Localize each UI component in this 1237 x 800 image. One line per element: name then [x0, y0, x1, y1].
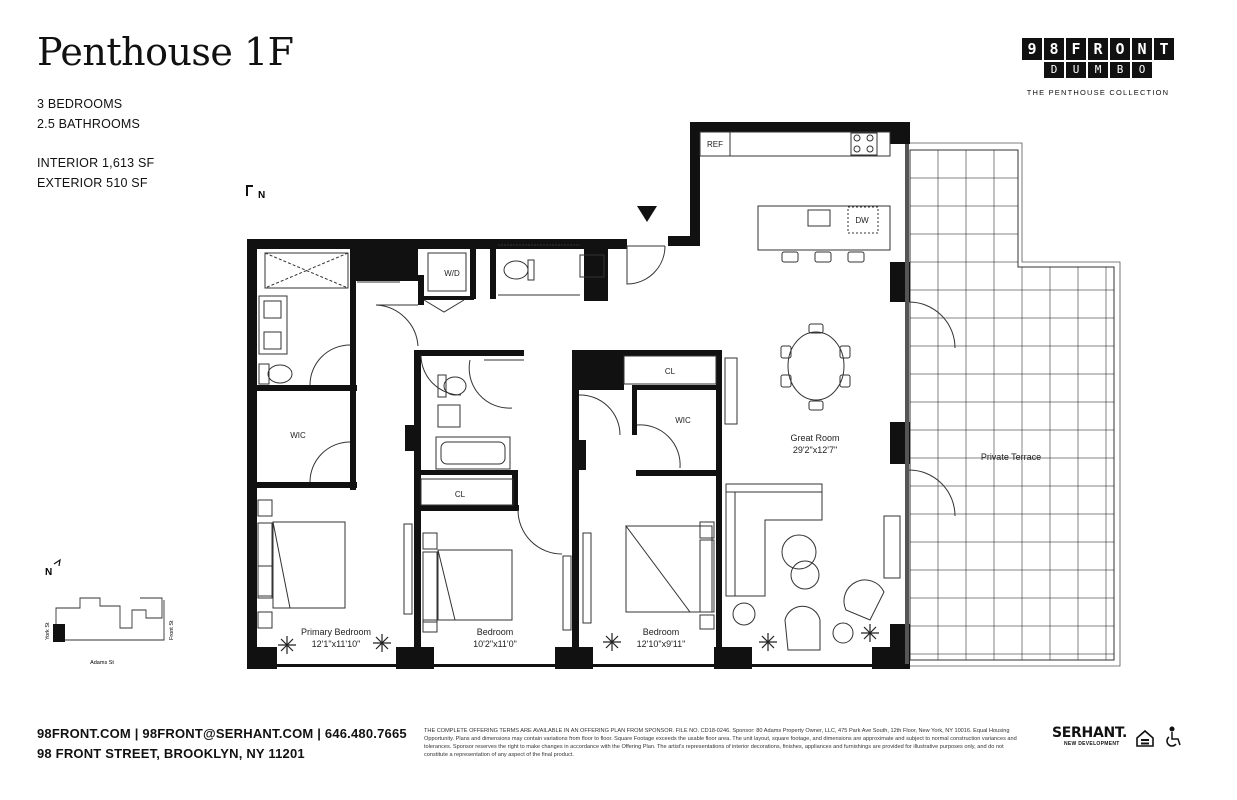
- exterior-area: EXTERIOR 510 SF: [37, 176, 148, 190]
- private-terrace: [904, 142, 1121, 667]
- interior-walls: [257, 249, 722, 650]
- serhant-subtitle: NEW DEVELOPMENT: [1064, 741, 1120, 747]
- interior-area: INTERIOR 1,613 SF: [37, 156, 155, 170]
- building-address: 98 FRONT STREET, BROOKLYN, NY 11201: [37, 746, 305, 761]
- logo-letter: 9: [1022, 38, 1042, 60]
- snowflake-plant-icon: [278, 624, 879, 654]
- front-street-label: Front St: [169, 620, 175, 640]
- york-street-label: York St: [45, 622, 51, 640]
- great-room-label: Great Room: [790, 433, 839, 443]
- serhant-logo: SERHANT.: [1052, 725, 1128, 741]
- fixtures: [257, 131, 956, 651]
- bedroom-count: 3 BEDROOMS: [37, 97, 123, 111]
- bedroom-2-dimensions: 10'2"x11'0": [473, 639, 517, 649]
- washer-dryer-label: W/D: [444, 269, 460, 278]
- north-label: N: [258, 190, 265, 201]
- primary-bedroom-label: Primary Bedroom: [301, 627, 371, 637]
- logo-row-bottom: D U M B O: [1010, 62, 1186, 78]
- logo-letter: F: [1066, 38, 1086, 60]
- logo-letter: D: [1044, 62, 1064, 78]
- brand-logo: 9 8 F R O N T D U M B O THE PENTHOUSE CO…: [1010, 38, 1186, 97]
- closet-hall-label: CL: [665, 367, 676, 376]
- logo-letter: T: [1154, 38, 1174, 60]
- wic-bedroom-3-label: WIC: [675, 416, 691, 425]
- accessibility-icon: [1166, 726, 1181, 747]
- logo-letter: B: [1110, 62, 1130, 78]
- wic-primary-label: WIC: [290, 431, 306, 440]
- logo-letter: 8: [1044, 38, 1064, 60]
- north-arrow-icon: N: [246, 185, 265, 201]
- primary-bedroom-dimensions: 12'1"x11'10": [312, 639, 361, 649]
- logo-letter: U: [1066, 62, 1086, 78]
- dishwasher-label: DW: [855, 216, 869, 225]
- refrigerator-label: REF: [707, 140, 723, 149]
- contact-info: 98FRONT.COM | 98FRONT@SERHANT.COM | 646.…: [37, 726, 407, 741]
- legal-disclaimer: THE COMPLETE OFFERING TERMS ARE AVAILABL…: [424, 728, 1017, 758]
- great-room-dimensions: 29'2"x12'7": [793, 445, 837, 455]
- equal-housing-icon: [1136, 729, 1154, 747]
- bathroom-count: 2.5 BATHROOMS: [37, 117, 141, 131]
- logo-letter: N: [1132, 38, 1152, 60]
- private-terrace-label: Private Terrace: [981, 452, 1041, 462]
- logo-letter: O: [1110, 38, 1130, 60]
- logo-letter: M: [1088, 62, 1108, 78]
- bedroom-3-label: Bedroom: [643, 627, 680, 637]
- logo-subtitle: THE PENTHOUSE COLLECTION: [1026, 88, 1170, 97]
- closet-bedroom-2-label: CL: [455, 490, 466, 499]
- keymap-north-label: N: [45, 567, 52, 578]
- entry-arrow-icon: [637, 206, 657, 222]
- bedroom-2-label: Bedroom: [477, 627, 514, 637]
- bedroom-3-dimensions: 12'10"x9'11": [637, 639, 686, 649]
- keymap-unit-marker: [53, 624, 65, 642]
- logo-letter: O: [1132, 62, 1152, 78]
- adams-street-label: Adams St: [90, 660, 114, 666]
- page-title: Penthouse 1F: [37, 30, 294, 74]
- logo-letter: R: [1088, 38, 1108, 60]
- keymap-north-arrow-icon: [53, 558, 61, 567]
- logo-row-top: 9 8 F R O N T: [1010, 38, 1186, 60]
- key-map: N York St Front St Adams St: [45, 558, 175, 666]
